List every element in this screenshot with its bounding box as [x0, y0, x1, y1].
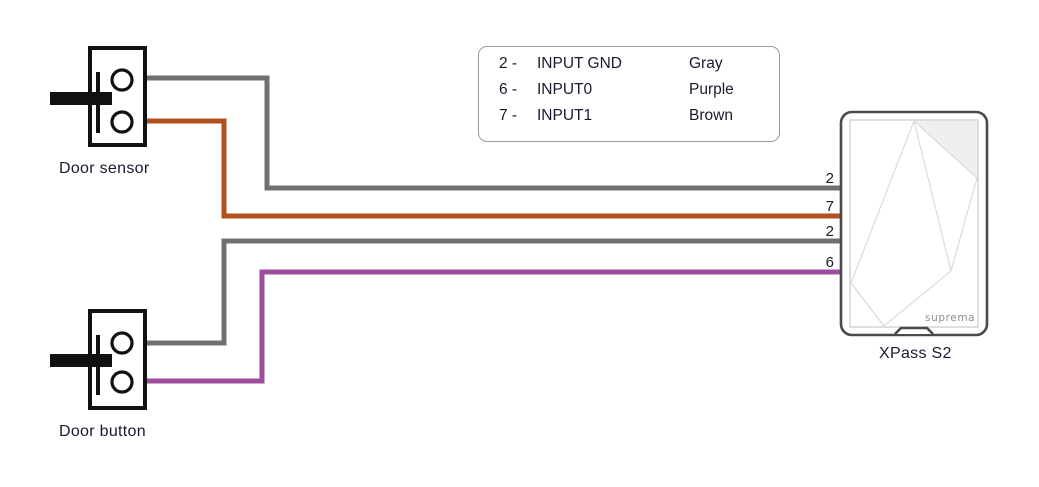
legend-wire-color: Brown: [689, 107, 733, 124]
legend-row: 2 - INPUT GND Gray: [479, 55, 779, 81]
device-facet-line-5: [883, 270, 952, 327]
door-sensor-label: Door sensor: [59, 160, 150, 177]
legend-wire-color: Gray: [689, 55, 723, 72]
pin-label-input-gnd-sensor: 2: [825, 170, 834, 187]
reader-label: XPass S2: [879, 345, 952, 362]
legend-pin-name: INPUT0: [537, 81, 593, 98]
legend-wire-color: Purple: [689, 81, 734, 98]
door-button-actuator-stub: [50, 354, 112, 367]
device-bottom-notch: [894, 326, 934, 335]
door-button-terminal-top: [110, 331, 134, 355]
pin-label-input0: 6: [825, 254, 834, 271]
suprema-brand-logo: suprema: [925, 312, 976, 324]
door-sensor-terminal-top: [110, 68, 134, 92]
legend-row: 6 - INPUT0 Purple: [479, 81, 779, 107]
device-facet-line-1: [850, 120, 915, 284]
pin-legend: 2 - INPUT GND Gray 6 - INPUT0 Purple 7 -…: [478, 46, 780, 142]
door-sensor-terminal-bottom: [110, 110, 134, 134]
wire-purple-door-button: [133, 269, 842, 384]
pin-label-input1: 7: [825, 198, 834, 215]
legend-row: 7 - INPUT1 Brown: [479, 107, 779, 133]
device-facet-line-4: [950, 177, 978, 272]
pin-label-input-gnd-button: 2: [825, 223, 834, 240]
legend-pin-number: 6 -: [499, 81, 518, 98]
device-facet-line-2: [913, 120, 952, 272]
door-sensor-actuator-stub: [50, 92, 112, 105]
wire-brown-door-sensor: [133, 118, 842, 219]
door-button-label: Door button: [59, 423, 146, 440]
door-button-terminal-bottom: [110, 370, 134, 394]
legend-pin-number: 2 -: [499, 55, 518, 72]
door-sensor-symbol: [50, 46, 147, 147]
legend-pin-name: INPUT1: [537, 107, 593, 124]
legend-pin-number: 7 -: [499, 107, 518, 124]
device-facet-line-6: [850, 282, 885, 327]
device-facet-line-3: [913, 120, 978, 179]
legend-pin-name: INPUT GND: [537, 55, 622, 72]
wire-gray-door-button: [133, 238, 842, 346]
xpass-s2-device: [839, 110, 989, 337]
door-button-symbol: [50, 309, 147, 410]
wire-gray-door-sensor: [133, 75, 842, 191]
